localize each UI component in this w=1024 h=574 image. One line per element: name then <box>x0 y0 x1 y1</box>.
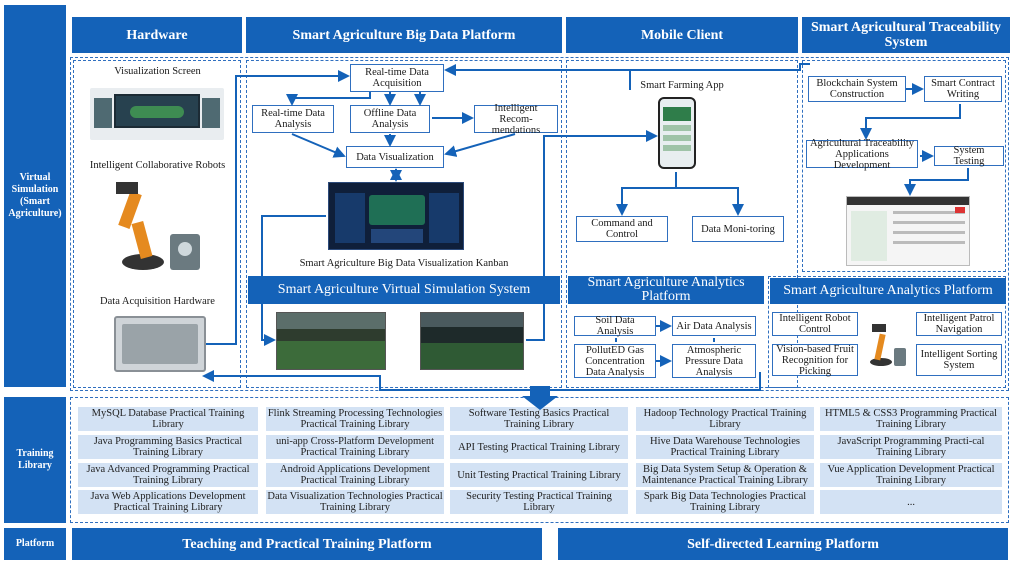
training-library-item: JavaScript Programming Practi-cal Traini… <box>820 435 1002 459</box>
analytics2-title-bar: Smart Agriculture Analytics Platform <box>770 278 1006 304</box>
virtual-sim-title-bar: Smart Agriculture Virtual Simulation Sys… <box>248 276 560 304</box>
header-hardware: Hardware <box>72 17 242 53</box>
analytics1-title-text: Smart Agriculture Analytics Platform <box>587 275 745 304</box>
training-library-item: Unit Testing Practical Training Library <box>450 463 628 487</box>
virtual-sim-title-text: Smart Agriculture Virtual Simulation Sys… <box>277 282 531 297</box>
header-traceability-text: Smart Agricultural Traceability System <box>810 20 1001 50</box>
robot-arm-image <box>106 178 218 276</box>
training-library-item: HTML5 & CSS3 Programming Practical Train… <box>820 407 1002 431</box>
blockchain-box: Blockchain System Construction <box>808 76 906 102</box>
soil-analysis-box: Soil Data Analysis <box>574 315 656 337</box>
fruit-recognition-box: Vision-based Fruit Recognition for Picki… <box>772 344 858 377</box>
command-control-box: Command and Control <box>576 216 668 242</box>
greenhouse-sim-image-1 <box>276 312 386 370</box>
sorting-system-box: Intelligent Sorting System <box>916 344 1002 376</box>
intelligent-recommendations-box: Intelligent Recom-mendations <box>474 103 558 136</box>
analytics2-panel <box>768 276 1006 388</box>
data-visualization-box: Data Visualization <box>346 146 444 168</box>
training-library-item: Data Visualization Technologies Practica… <box>266 490 444 514</box>
phone-image <box>658 97 696 169</box>
gas-analysis-box: PollutED Gas Concentration Data Analysis <box>574 344 656 378</box>
training-library-label: Training Library <box>4 397 66 523</box>
header-traceability: Smart Agricultural Traceability System <box>802 17 1010 53</box>
apps-development-box: Agricultural Traceability Applications D… <box>806 138 918 171</box>
pressure-analysis-box: Atmospheric Pressure Data Analysis <box>672 344 756 378</box>
self-learning-platform-text: Self-directed Learning Platform <box>687 536 879 552</box>
realtime-analysis-box: Real-time Data Analysis <box>252 105 334 133</box>
training-library-item: Hadoop Technology Practical Training Lib… <box>636 407 814 431</box>
header-big-data-text: Smart Agriculture Big Data Platform <box>292 27 516 43</box>
header-big-data: Smart Agriculture Big Data Platform <box>246 17 562 53</box>
offline-analysis-box: Offline Data Analysis <box>350 105 430 133</box>
header-mobile-text: Mobile Client <box>640 27 724 43</box>
greenhouse-sim-image-2 <box>420 312 524 370</box>
smart-contract-box: Smart Contract Writing <box>924 76 1002 102</box>
header-hardware-text: Hardware <box>126 27 188 43</box>
acquisition-hardware-image <box>114 316 206 372</box>
virtual-simulation-label: Virtual Simulation (Smart Agriculture) <box>4 5 66 387</box>
patrol-navigation-box: Intelligent Patrol Navigation <box>916 312 1002 336</box>
traceability-app-screenshot <box>846 196 970 266</box>
training-library-item: Hive Data Warehouse Technologies Practic… <box>636 435 814 459</box>
training-library-item: Security Testing Practical Training Libr… <box>450 490 628 514</box>
kanban-caption: Smart Agriculture Big Data Visualization… <box>299 258 509 269</box>
training-library-item: Spark Big Data Technologies Practical Tr… <box>636 490 814 514</box>
visualization-screen-image <box>90 88 224 140</box>
training-library-item: uni-app Cross-Platform Development Pract… <box>266 435 444 459</box>
robot-control-box: Intelligent Robot Control <box>772 312 858 336</box>
realtime-acquisition-box: Real-time Data Acquisition <box>350 64 444 92</box>
header-mobile: Mobile Client <box>566 17 798 53</box>
vis-screen-caption: Visualization Screen <box>114 66 201 77</box>
kanban-dashboard-image <box>328 182 464 250</box>
training-library-item: ... <box>820 490 1002 514</box>
platform-label: Platform <box>4 528 66 560</box>
training-library-item: Vue Application Development Practical Tr… <box>820 463 1002 487</box>
training-library-item: Java Web Applications Development Practi… <box>78 490 258 514</box>
robots-caption: Intelligent Collaborative Robots <box>89 160 226 171</box>
training-library-item: Software Testing Basics Practical Traini… <box>450 407 628 431</box>
training-library-item: Java Programming Basics Practical Traini… <box>78 435 258 459</box>
training-library-text: Training Library <box>16 448 54 471</box>
training-library-item: MySQL Database Practical Training Librar… <box>78 407 258 431</box>
teaching-platform-text: Teaching and Practical Training Platform <box>182 536 432 552</box>
training-library-item: Flink Streaming Processing Technologies … <box>266 407 444 431</box>
platform-text: Platform <box>15 538 55 549</box>
training-library-item: Java Advanced Programming Practical Trai… <box>78 463 258 487</box>
air-analysis-box: Air Data Analysis <box>672 316 756 336</box>
training-library-item: API Testing Practical Training Library <box>450 435 628 459</box>
traceability-panel <box>802 60 1006 272</box>
small-robot-image <box>864 320 910 370</box>
analytics1-title-bar: Smart Agriculture Analytics Platform <box>568 276 764 304</box>
teaching-platform-bar: Teaching and Practical Training Platform <box>72 528 542 560</box>
data-monitoring-box: Data Moni-toring <box>692 216 784 242</box>
system-testing-box: System Testing <box>934 145 1004 167</box>
smart-farming-app-caption: Smart Farming App <box>640 80 724 91</box>
virtual-simulation-text: Virtual Simulation (Smart Agriculture) <box>8 172 62 219</box>
analytics2-title-text: Smart Agriculture Analytics Platform <box>783 283 993 298</box>
training-library-item: Big Data System Setup & Operation & Main… <box>636 463 814 487</box>
acquisition-caption: Data Acquisition Hardware <box>100 296 215 307</box>
self-learning-platform-bar: Self-directed Learning Platform <box>558 528 1008 560</box>
training-library-item: Android Applications Development Practic… <box>266 463 444 487</box>
